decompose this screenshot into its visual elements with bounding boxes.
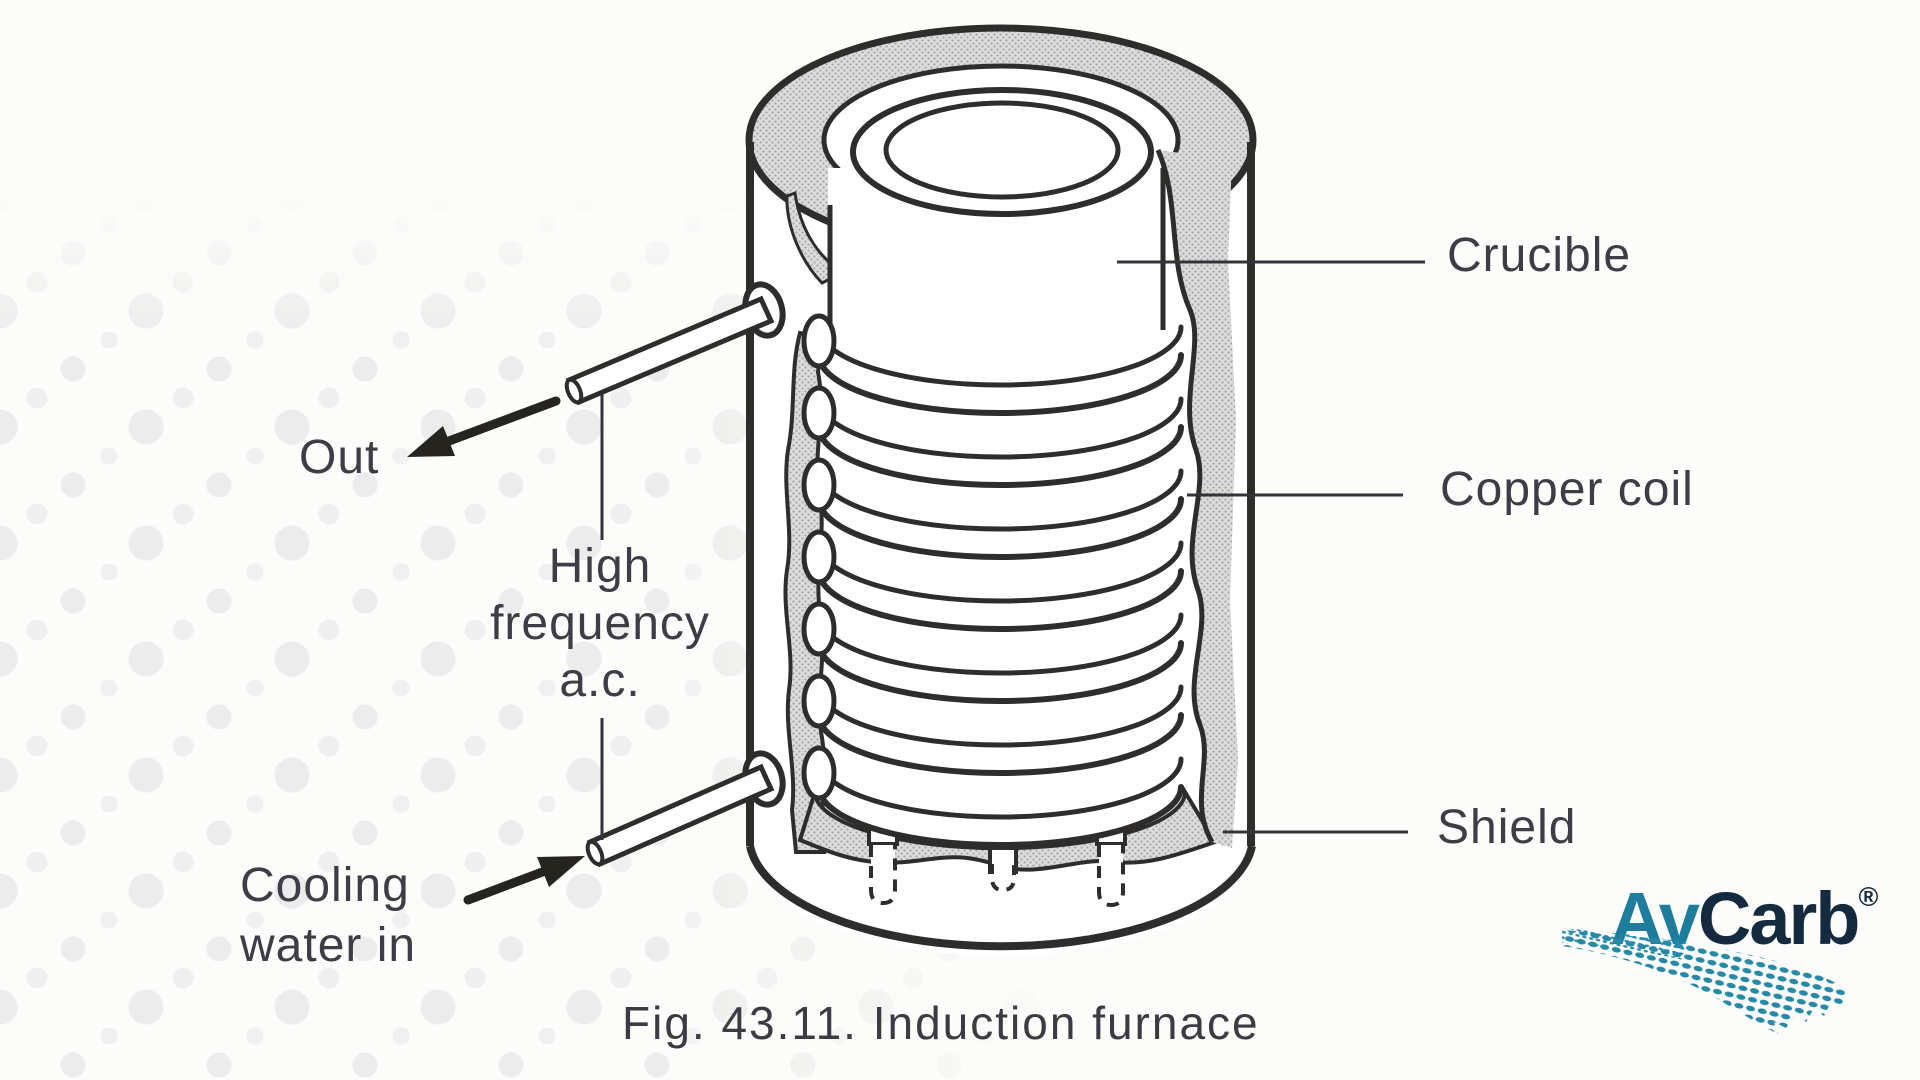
registered-trademark-icon: ® <box>1858 882 1879 912</box>
cooling-water-label: Cooling water in <box>240 856 416 976</box>
avcarb-logo: AvCarb® <box>1556 860 1886 1060</box>
crucible-shape <box>827 87 1176 346</box>
cooling-water-line1: Cooling <box>240 859 410 912</box>
leader-lines <box>600 260 1425 840</box>
water-in-arrow <box>463 856 585 905</box>
shield-label: Shield <box>1437 801 1577 854</box>
high-frequency-line3: a.c. <box>559 654 641 707</box>
crucible-label: Crucible <box>1447 229 1632 282</box>
shield-cut-right-region <box>1155 148 1238 848</box>
carbon-mesh-swoosh-icon <box>1562 928 1848 1034</box>
figure-caption: Fig. 43.11. Induction furnace <box>622 997 1260 1049</box>
high-frequency-label: High frequency a.c. <box>440 538 760 709</box>
water-out-label: Out <box>299 431 380 484</box>
water-out-arrow <box>407 396 561 457</box>
copper-coil-turns <box>801 313 1184 848</box>
avcarb-logo-carb: Carb <box>1697 877 1861 960</box>
cooling-water-line2: water in <box>240 919 417 972</box>
copper-coil-label: Copper coil <box>1440 463 1694 516</box>
high-frequency-line2: frequency <box>490 597 710 650</box>
cooling-water-pipes <box>564 281 786 868</box>
high-frequency-line1: High <box>548 540 652 593</box>
